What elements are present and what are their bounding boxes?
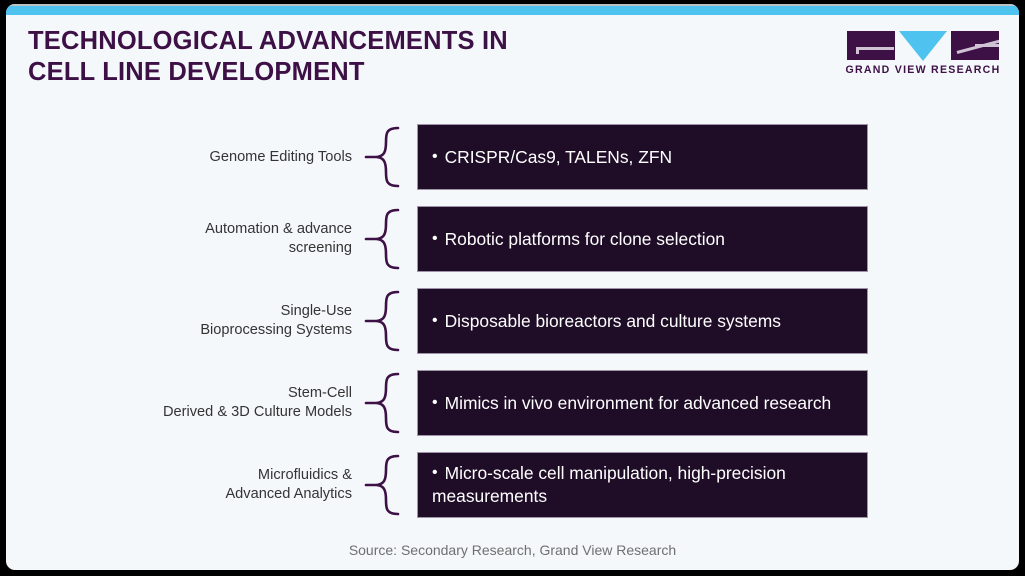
- row-label-line: Automation & advance: [205, 221, 352, 237]
- row-label-line: Single-Use: [280, 303, 352, 319]
- logo-marks: [847, 31, 999, 61]
- row-bullet-text: • Robotic platforms for clone selection: [418, 228, 737, 251]
- page-title-line-1: TECHNOLOGICAL ADVANCEMENTS IN: [28, 27, 508, 55]
- row-value-box: •Micro-scale cell manipulation, high-pre…: [417, 452, 868, 518]
- curly-brace-icon: [364, 370, 414, 436]
- page-title-line-2: CELL LINE DEVELOPMENT: [28, 58, 365, 86]
- row-value-box: • Robotic platforms for clone selection: [417, 206, 868, 272]
- content-row: Stem-Cell Derived & 3D Culture Models • M…: [6, 370, 1019, 436]
- row-bullet-text: •Micro-scale cell manipulation, high-pre…: [418, 462, 867, 508]
- row-label-line: Bioprocessing Systems: [200, 322, 352, 338]
- page-title: TECHNOLOGICAL ADVANCEMENTS IN CELL LINE …: [28, 26, 668, 88]
- triangle-down-icon: [899, 31, 947, 61]
- brand-logo: GRAND VIEW RESEARCH: [843, 31, 1003, 76]
- curly-brace-icon: [364, 206, 414, 272]
- row-bullet-label: Disposable bioreactors and culture syste…: [444, 310, 781, 331]
- row-bullet-label: CRISPR/Cas9, TALENs, ZFN: [444, 146, 673, 167]
- content-row: Genome Editing Tools • CRISPR/Cas9, TALEN…: [6, 124, 1019, 190]
- row-label: Automation & advance screening: [52, 206, 352, 272]
- g-block-icon: [847, 31, 895, 60]
- row-label-line: Derived & 3D Culture Models: [163, 404, 352, 420]
- row-bullet-text: • Mimics in vivo environment for advanced…: [418, 392, 843, 415]
- slide-canvas: TECHNOLOGICAL ADVANCEMENTS IN CELL LINE …: [6, 4, 1019, 570]
- row-value-box: • Mimics in vivo environment for advanced…: [417, 370, 868, 436]
- curly-brace-icon: [364, 124, 414, 190]
- logo-wordmark: GRAND VIEW RESEARCH: [845, 64, 1001, 76]
- content-row: Automation & advance screening • Robotic …: [6, 206, 1019, 272]
- row-label: Single-Use Bioprocessing Systems: [52, 288, 352, 354]
- curly-brace-icon: [364, 288, 414, 354]
- bullet-icon: •: [432, 464, 438, 481]
- bullet-icon: •: [432, 393, 438, 411]
- content-rows: Genome Editing Tools • CRISPR/Cas9, TALEN…: [6, 124, 1019, 534]
- row-label-line: Advanced Analytics: [225, 486, 352, 502]
- row-bullet-text: • CRISPR/Cas9, TALENs, ZFN: [418, 146, 684, 169]
- r-block-icon: [951, 31, 999, 60]
- row-value-box: • CRISPR/Cas9, TALENs, ZFN: [417, 124, 868, 190]
- top-bar-edge: [6, 4, 1019, 6]
- row-label-line: screening: [288, 240, 352, 256]
- content-row: Single-Use Bioprocessing Systems • Dispos…: [6, 288, 1019, 354]
- row-bullet-label: Robotic platforms for clone selection: [444, 228, 725, 249]
- row-label: Genome Editing Tools: [52, 124, 352, 190]
- bullet-icon: •: [432, 311, 438, 329]
- row-bullet-label: Mimics in vivo environment for advanced …: [444, 392, 832, 413]
- content-row: Microfluidics & Advanced Analytics •Micr…: [6, 452, 1019, 518]
- row-bullet-label: Micro-scale cell manipulation, high-prec…: [432, 463, 786, 506]
- curly-brace-icon: [364, 452, 414, 518]
- row-label: Microfluidics & Advanced Analytics: [52, 452, 352, 518]
- row-label-line: Microfluidics &: [257, 467, 352, 483]
- bullet-icon: •: [432, 147, 438, 165]
- accent-top-bar: [6, 4, 1019, 15]
- row-bullet-text: • Disposable bioreactors and culture syst…: [418, 310, 793, 333]
- row-label-line: Genome Editing Tools: [209, 148, 352, 165]
- source-note: Source: Secondary Research, Grand View R…: [348, 542, 677, 558]
- row-label: Stem-Cell Derived & 3D Culture Models: [52, 370, 352, 436]
- row-value-box: • Disposable bioreactors and culture syst…: [417, 288, 868, 354]
- row-label-line: Stem-Cell: [287, 385, 352, 401]
- bullet-icon: •: [432, 229, 438, 247]
